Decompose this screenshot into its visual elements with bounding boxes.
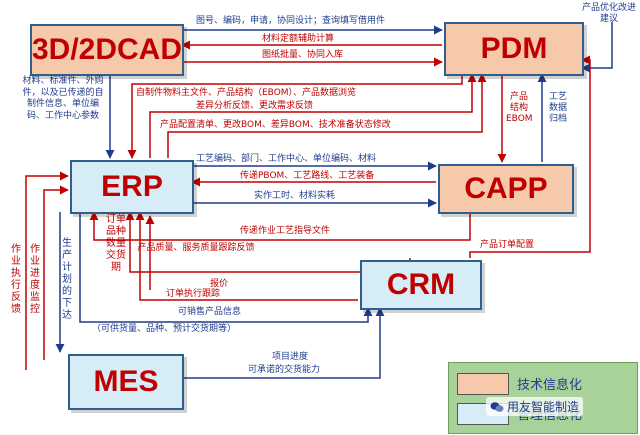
label-crm-pdm-config: 产品订单配置 xyxy=(480,240,535,250)
arrow-mes-erp-feedback xyxy=(25,171,69,370)
label-pdm-erp-1: 自制件物料主文件、产品结构（EBOM）、产品数据浏览 xyxy=(136,88,357,98)
label-pdm-optimize: 产品优化改进建议 xyxy=(582,3,637,24)
arrow-erp-pdm-3 xyxy=(167,73,487,158)
label-erp-capp-1: 工艺编码、部门、工作中心、单位编码、材料 xyxy=(196,154,377,164)
legend-tech-swatch xyxy=(457,373,509,395)
label-cad-pdm-store: 图纸批量、协同入库 xyxy=(262,50,344,60)
node-crm: CRM xyxy=(360,260,482,310)
label-crm-erp-quote: 报价 xyxy=(210,279,229,289)
watermark: 用友智能制造 xyxy=(486,397,584,416)
label-pdm-erp-2: 差异分析反馈、更改需求反馈 xyxy=(196,101,314,111)
legend-tech-label: 技术信息化 xyxy=(517,378,583,393)
label-pdm-erp-3: 产品配置清单、更改BOM、差异BOM、技术准备状态修改 xyxy=(160,120,391,130)
arrow-pdm-erp-1 xyxy=(127,74,463,159)
arrow-optimize xyxy=(581,22,613,73)
label-crm-erp-order: 订单执行跟踪 xyxy=(166,289,221,299)
label-mes-crm-1: 项目进度 xyxy=(272,352,309,362)
label-capp-pdm-archive: 工艺数据归档 xyxy=(548,92,567,124)
label-pdm-capp-ebom: 产品结构EBOM xyxy=(506,92,533,124)
label-crm-erp-quality: 产品质量、服务质量跟踪反馈 xyxy=(137,243,255,253)
label-cad-pdm-calc: 材料定额辅助计算 xyxy=(262,34,335,44)
arrow-mes-erp-monitor xyxy=(43,185,69,360)
node-pdm: PDM xyxy=(444,22,584,76)
label-mes-crm-2: 可承诺的交货能力 xyxy=(248,365,321,375)
label-order-info: 订单品种数量交货期 xyxy=(106,214,126,273)
node-cad: 3D/2DCAD xyxy=(30,24,184,76)
label-mes-erp-monitor: 作业进度监控 xyxy=(30,244,40,315)
node-mes: MES xyxy=(68,354,184,410)
arrow-erp-pdm-2 xyxy=(149,73,477,158)
label-cad-pdm-query: 图号、编码，申请，协同设计；查询填写借用件 xyxy=(196,16,386,26)
arrow-crm-erp-quote xyxy=(135,211,358,301)
node-erp: ERP xyxy=(70,160,194,214)
label-cad-erp-materials: 材料、标准件、外购件，以及已传递的自制件信息、单位编码、工作中心参数 xyxy=(22,76,104,121)
arrow-erp-crm-sell xyxy=(79,212,373,323)
arrow-crm-pdm-config xyxy=(469,55,591,258)
label-erp-capp-2: 传递PBOM、工艺路线、工艺装备 xyxy=(240,171,375,181)
label-erp-mes-plan: 生产计划的下达 xyxy=(62,238,72,321)
arrow-mes-crm xyxy=(182,307,385,379)
arrow-capp-erp-4 xyxy=(89,211,471,241)
node-capp: CAPP xyxy=(438,164,574,214)
label-erp-capp-4: 传递作业工艺指导文件 xyxy=(240,226,331,236)
label-mes-erp-feedback: 作业执行反馈 xyxy=(11,244,21,315)
label-erp-crm-sell: 可销售产品信息 xyxy=(178,307,242,317)
wechat-icon xyxy=(490,401,504,412)
label-erp-crm-detail: （可供货量、品种、预计交货期等） xyxy=(92,324,237,334)
watermark-text: 用友智能制造 xyxy=(507,400,580,414)
label-erp-capp-3: 实作工时、材料实耗 xyxy=(254,191,336,201)
